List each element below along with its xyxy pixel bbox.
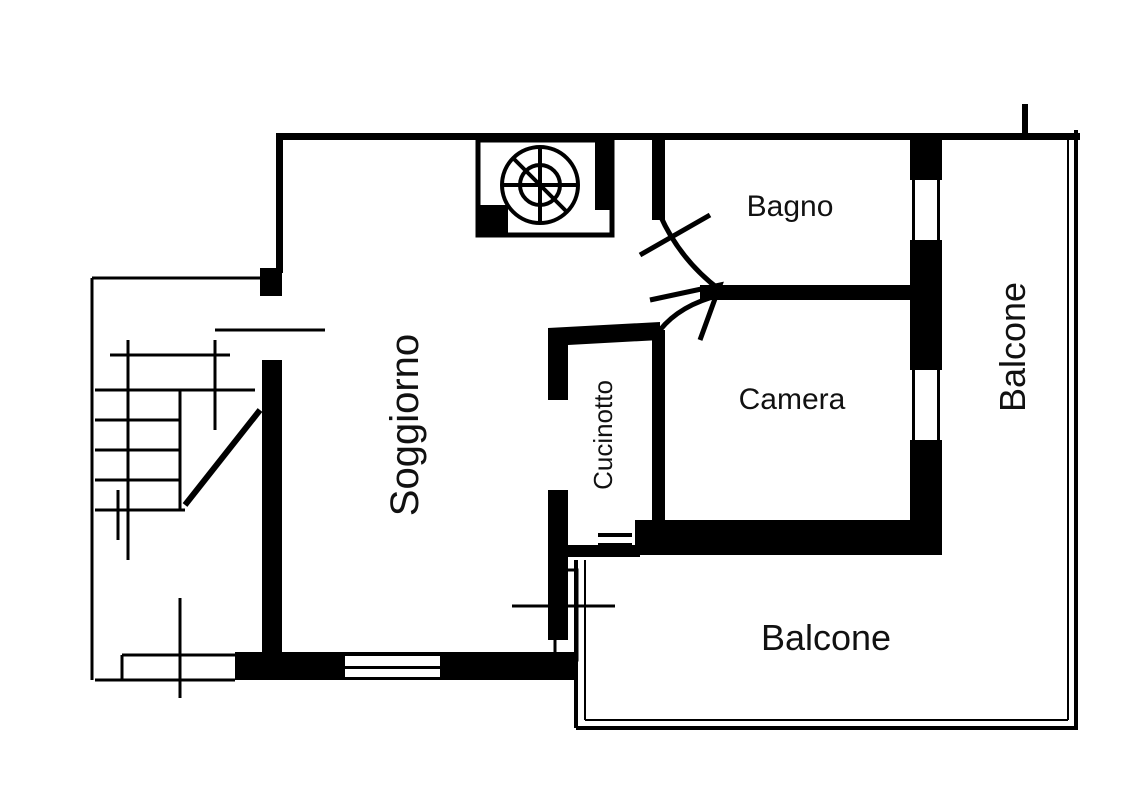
staircase <box>90 276 265 698</box>
cucinotto-bottom-wall <box>560 545 640 557</box>
doors <box>215 212 724 640</box>
room-label-soggiorno: Soggiorno <box>383 334 427 516</box>
room-label-bagno: Bagno <box>747 190 834 223</box>
window-bottom-c <box>345 677 440 680</box>
right-wall-top <box>910 140 942 180</box>
bottom-wall-right <box>440 652 578 680</box>
window-bottom-b <box>345 666 440 669</box>
right-wall-mid <box>910 240 942 370</box>
walls <box>235 104 1080 680</box>
window-bottom-a <box>345 652 440 656</box>
bagno-camera-wall <box>700 285 925 300</box>
room-label-cucinotto: Cucinotto <box>588 380 618 490</box>
room-label-balcone-right: Balcone <box>992 282 1033 412</box>
left-wall-pillar <box>260 268 282 296</box>
bottom-wall-left <box>235 652 345 680</box>
balcony-outline <box>574 130 1078 730</box>
top-wall <box>276 133 1080 140</box>
room-label-balcone-bottom: Balcone <box>761 617 891 658</box>
spiral-stair-box <box>475 137 615 238</box>
camera-bottom-wall <box>635 520 942 555</box>
left-wall-lower <box>262 360 282 670</box>
spiral-stair <box>500 145 580 225</box>
cucinotto-top-wall <box>548 322 660 400</box>
top-wall-notch <box>1022 104 1028 136</box>
camera-left-wall <box>652 330 665 522</box>
left-wall-upper <box>276 133 283 273</box>
room-label-camera: Camera <box>739 383 846 416</box>
bagno-left-wall <box>652 140 665 220</box>
cucinotto-left-wall <box>548 490 568 640</box>
